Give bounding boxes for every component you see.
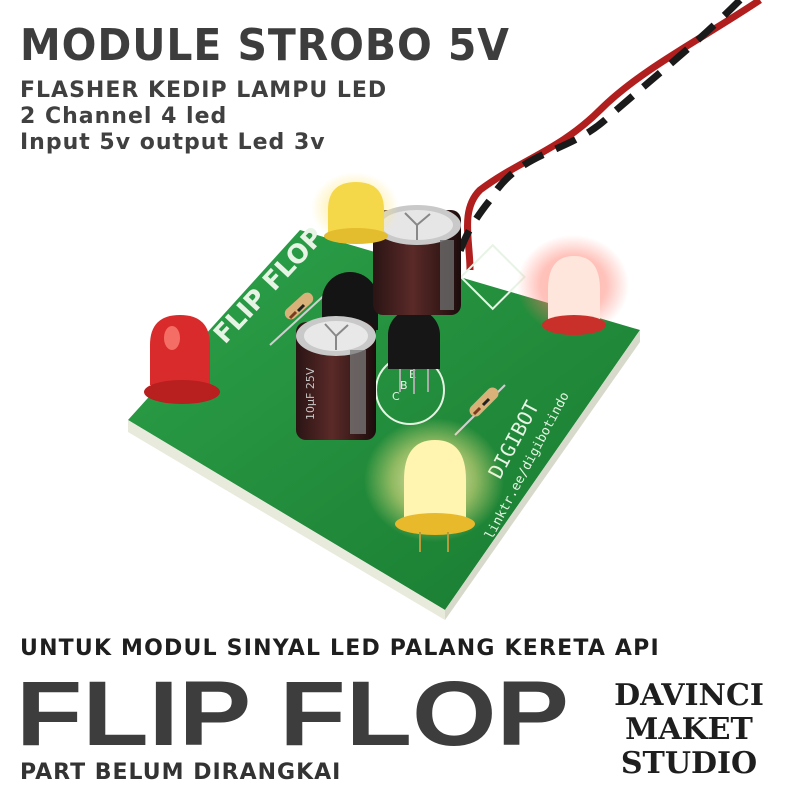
product-name: FLIP FLOP (16, 663, 569, 765)
led-yellow-top (311, 172, 399, 244)
studio-line-1: DAVINCI (614, 678, 764, 713)
led-yellow-front (364, 418, 504, 552)
subtitle-line-2: 2 Channel 4 led (20, 104, 228, 129)
led-red-right (517, 235, 629, 335)
resistor-left (269, 289, 331, 346)
transistor-2 (388, 309, 440, 394)
subtitle-line-3: Input 5v output Led 3v (20, 130, 326, 155)
pin-label-b: B (400, 379, 408, 392)
led-red-left (144, 315, 220, 404)
studio-line-2: MAKET (625, 712, 753, 747)
studio-line-3: STUDIO (620, 746, 758, 781)
subtitle-line-1: FLASHER KEDIP LAMPU LED (20, 78, 388, 103)
tagline: UNTUK MODUL SINYAL LED PALANG KERETA API (20, 636, 660, 661)
assembly-note: PART BELUM DIRANGKAI (20, 760, 342, 785)
capacitor-1 (373, 205, 461, 315)
pin-label-c: C (392, 390, 400, 403)
capacitor-2: 10µF 25V (296, 316, 376, 440)
product-title: MODULE STROBO 5V (20, 20, 510, 71)
pin-label-e: E (409, 368, 416, 381)
wire-pair (451, 0, 762, 271)
pcb-board (128, 230, 640, 620)
capacitor-print: 10µF 25V (304, 367, 317, 420)
